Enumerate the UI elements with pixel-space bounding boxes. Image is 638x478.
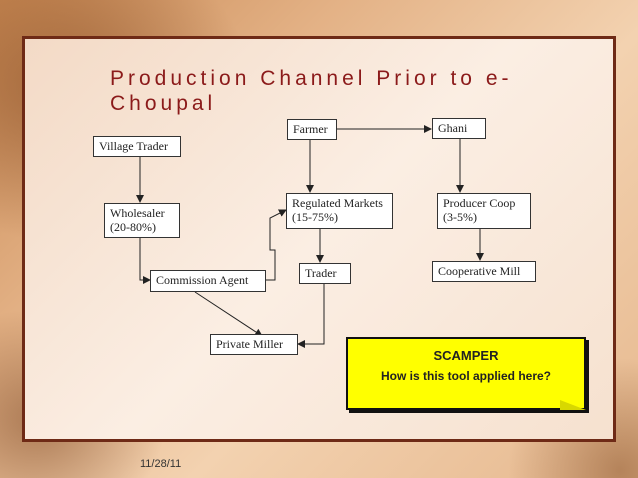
arrow-agent-regulated <box>265 209 287 281</box>
node-producer-coop: Producer Coop (3-5%) <box>437 193 531 229</box>
arrow-trader-miller <box>297 284 325 348</box>
page-curl-icon <box>560 400 586 410</box>
slide-title: Production Channel Prior to e-Choupal <box>110 67 513 115</box>
node-ghani: Ghani <box>432 118 486 139</box>
arrow-wholesaler-agent <box>139 236 151 284</box>
node-private-miller: Private Miller <box>210 334 298 355</box>
callout-question: How is this tool applied here? <box>380 369 551 383</box>
node-farmer: Farmer <box>287 119 337 140</box>
node-cooperative-mill: Cooperative Mill <box>432 261 536 282</box>
node-commission-agent: Commission Agent <box>150 270 266 292</box>
node-village-trader: Village Trader <box>93 136 181 157</box>
slide-date: 11/28/11 <box>140 458 182 470</box>
arrow-agent-miller <box>194 291 263 337</box>
node-wholesaler: Wholesaler (20-80%) <box>104 203 180 238</box>
scamper-callout: SCAMPER How is this tool applied here? <box>346 337 586 410</box>
node-regulated-markets: Regulated Markets (15-75%) <box>286 193 393 229</box>
node-trader: Trader <box>299 263 351 284</box>
callout-heading: SCAMPER <box>433 348 499 363</box>
